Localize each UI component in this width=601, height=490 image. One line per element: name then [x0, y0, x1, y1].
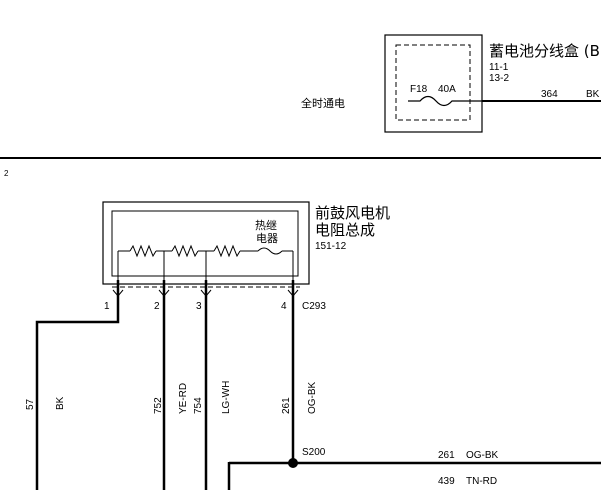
splice-out-1-number: 261: [438, 450, 455, 461]
wire-57-color: BK: [55, 396, 66, 410]
resistor-1-symbol: [129, 244, 157, 258]
pin-4-label: 4: [281, 301, 287, 312]
splice-id: S200: [302, 447, 326, 458]
fuse-box-outline: [384, 34, 483, 133]
wire-754-number: 754: [193, 397, 204, 414]
fuse-box-ref-1: 11-1: [489, 62, 509, 73]
pin-1-label: 1: [104, 301, 110, 312]
page-marker: 2: [4, 169, 9, 178]
supply-label: 全时通电: [301, 96, 345, 110]
connector-id: C293: [302, 301, 326, 312]
fuse-box-title: 蓄电池分线盒 (B: [489, 42, 600, 60]
fuse-wire-color: BK: [586, 89, 600, 100]
fuse-rating: 40A: [438, 84, 456, 95]
fuse-wire-number: 364: [541, 89, 558, 100]
wire-57: [35, 280, 120, 490]
splice-out-2-number: 439: [438, 476, 455, 487]
resistor-2-symbol: [171, 244, 199, 258]
resistor-title-line2: 电阻总成: [315, 221, 375, 239]
thermal-relay-symbol: [257, 247, 283, 255]
resistor-title-line1: 前鼓风电机: [315, 204, 390, 222]
wire-752-number: 752: [153, 397, 164, 414]
splice-out-2-color: TN-RD: [466, 476, 497, 487]
fuse-box-inner-dashed: [395, 44, 471, 121]
wire-754-color: LG-WH: [221, 381, 232, 414]
fuse-id: F18: [410, 84, 428, 95]
wire-261-number: 261: [281, 397, 292, 414]
pin-3-label: 3: [196, 301, 202, 312]
resistor-3-symbol: [213, 244, 241, 258]
fuse-symbol: [408, 95, 482, 107]
splice-dot: [288, 458, 298, 468]
resistor-ref: 151-12: [315, 241, 347, 252]
relay-label-line2: 电器: [256, 232, 278, 245]
wire-261-color: OG-BK: [307, 381, 318, 414]
resistor-inner: [111, 210, 299, 277]
fuse-box-ref-2: 13-2: [489, 73, 509, 84]
pin-2-label: 2: [154, 301, 160, 312]
splice-out-1-color: OG-BK: [466, 450, 499, 461]
wire-57-number: 57: [25, 398, 36, 410]
relay-label-line1: 热继: [255, 219, 277, 232]
wire-752-color: YE-RD: [178, 383, 189, 414]
